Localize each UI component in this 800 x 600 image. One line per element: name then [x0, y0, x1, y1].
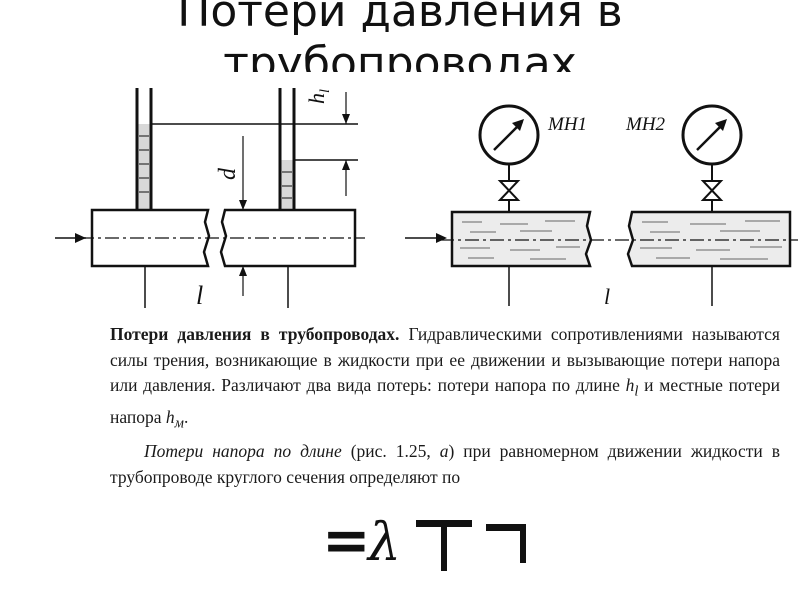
pipe-b-liquid-hatch	[460, 220, 782, 260]
paragraph-1-heading: Потери давления в трубопроводах.	[110, 324, 400, 344]
gauge-2-valve-icon	[700, 180, 724, 201]
piezometer-2-hatch	[282, 171, 292, 199]
slide-title-line1: Потери давления в	[177, 0, 623, 37]
figure-ref: а	[439, 441, 449, 461]
label-gauge-2: МН2	[625, 114, 666, 135]
flow-arrow-a-head	[75, 233, 86, 243]
flow-arrow-b-head	[436, 233, 447, 243]
figure-b-labels: МН1 МН2 l	[547, 114, 666, 309]
formula-fraction-stem-2	[520, 531, 526, 563]
formula-fraction-bar-2	[486, 524, 526, 531]
figure-a-piezometers	[55, 88, 365, 308]
label-d: d	[215, 167, 241, 180]
slide-title: Потери давления в трубопроводах	[0, 0, 800, 90]
paragraph-2-text-b: ) при равномерном движении жидкости в тр…	[110, 441, 780, 487]
paragraph-1-text-a: Гидравлическими сопротивлениями называют…	[110, 324, 780, 395]
formula-fraction-bar-1	[416, 520, 472, 527]
label-hl: hl	[304, 89, 333, 104]
paragraph-1-text-c: .	[183, 407, 189, 427]
pipe-b-segment-2	[626, 210, 792, 268]
formula-equals: =	[322, 508, 371, 574]
text-block: Потери давления в трубопроводах. Гидравл…	[110, 322, 780, 490]
hl-arrow-up	[342, 160, 350, 170]
formula-fragment: = λ	[322, 508, 526, 574]
figure-b-manometers	[405, 104, 798, 306]
pipe-b-segment-1	[450, 210, 593, 268]
paragraph-2-text-a: (рис. 1.25,	[341, 441, 440, 461]
figure-a-labels: hl d l	[196, 89, 333, 310]
formula-fraction-stem	[441, 527, 447, 571]
gauge-2-needle-head	[715, 119, 727, 131]
paragraph-1: Потери давления в трубопроводах. Гидравл…	[110, 322, 780, 437]
paragraph-2-heading: Потери напора по длине	[144, 441, 342, 461]
paragraph-1-text-b: и местные потери напора	[110, 375, 780, 427]
figure-background	[0, 72, 800, 320]
piezometer-1-hatch	[139, 135, 149, 193]
gauge-1-needle-head	[512, 119, 524, 131]
d-arrow-down	[239, 200, 247, 210]
label-gauge-1: МН1	[547, 114, 587, 135]
piezometer-1-liquid	[138, 124, 150, 210]
d-arrow-up	[239, 266, 247, 276]
label-l-a: l	[196, 281, 203, 310]
hl-arrow-down	[342, 114, 350, 124]
symbol-hl: hl	[625, 375, 639, 400]
pressure-loss-figures: hl d l	[0, 72, 800, 320]
piezometer-2-liquid	[281, 160, 293, 210]
gauge-1-valve-icon	[497, 180, 521, 201]
formula-lambda: λ	[366, 513, 401, 573]
paragraph-2: Потери напора по длине (рис. 1.25, а) пр…	[110, 439, 780, 490]
symbol-hm: hм	[165, 407, 184, 432]
label-l-b: l	[604, 284, 610, 309]
